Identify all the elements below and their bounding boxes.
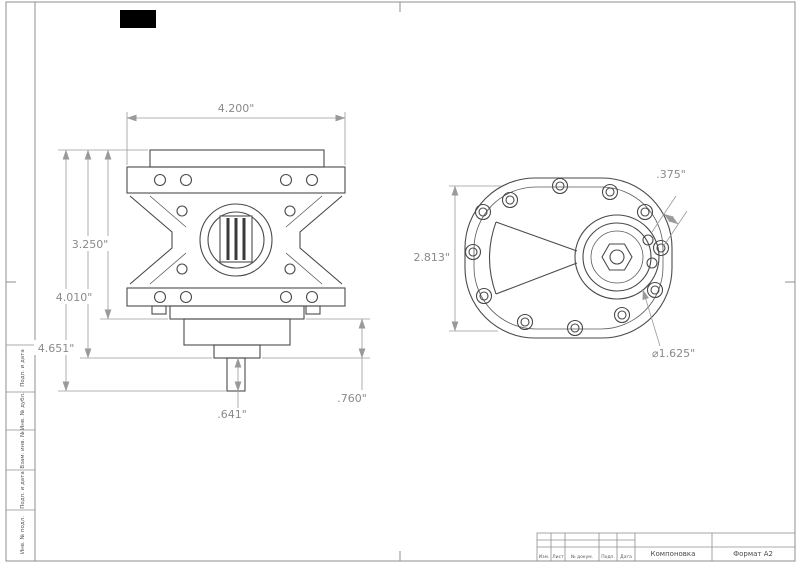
web-ribs <box>149 195 323 285</box>
dim-shaft: .641" <box>217 408 247 421</box>
side-view <box>126 149 346 392</box>
dim-height-total: 4.651" <box>38 342 75 355</box>
front-view <box>464 177 673 339</box>
dim-height-flange: 3.250" <box>72 238 109 251</box>
titleblock-col: Подп. <box>601 554 615 560</box>
drawing-title: Компоновка <box>651 550 696 558</box>
inlet-wedge <box>489 221 578 295</box>
title-block: Изм. Лист № докум. Подп. Дата Компоновка… <box>536 532 796 562</box>
margin-label: Инв. № дубл. <box>20 392 26 430</box>
top-plate <box>149 149 325 168</box>
front-view-dimensions: 2.813" .375" ⌀1.625" <box>413 168 695 360</box>
body-right-side <box>299 195 343 285</box>
side-view-dimensions: 4.200" 3.250" 4.010" 4.651" .760" .641" <box>34 102 370 421</box>
port-hole <box>642 234 654 246</box>
margin-label: Подп. и дата <box>20 471 26 508</box>
titleblock-col: Лист <box>552 554 564 560</box>
dim-overall-width: 4.200" <box>218 102 255 115</box>
margin-label: Инв. № подл. <box>20 516 26 554</box>
dim-front-height: 2.813" <box>413 251 450 264</box>
housing-inner-outline <box>473 186 664 330</box>
sheet-frame: Подп. и дата Инв. № дубл. Взам. инв. № П… <box>5 1 796 562</box>
titleblock-col: Изм. <box>539 554 550 560</box>
titleblock-col: № докум. <box>571 554 593 560</box>
titleblock-col: Дата <box>620 554 632 560</box>
dim-height-mid: 4.010" <box>56 291 93 304</box>
margin-label: Взам. инв. № <box>20 431 26 469</box>
sheet-format: Формат А2 <box>733 550 773 558</box>
bolt-pattern <box>464 177 670 337</box>
outer-border <box>5 1 796 562</box>
lower-housing-step3 <box>213 344 261 359</box>
lower-flange <box>126 287 346 307</box>
upper-flange <box>126 166 346 194</box>
port-hole <box>646 257 658 269</box>
redacted-logo-block <box>120 10 156 28</box>
dim-port-spacing: .375" <box>656 168 686 181</box>
lower-housing-step1 <box>169 305 305 320</box>
center-hub <box>574 214 660 300</box>
body-left-side <box>129 195 173 285</box>
drive-shaft <box>226 357 246 392</box>
housing-outline <box>464 177 673 339</box>
dim-pilot-diameter: ⌀1.625" <box>652 347 695 360</box>
dim-step: .760" <box>337 392 367 405</box>
margin-label: Подп. и дата <box>20 349 26 386</box>
lower-housing-step2 <box>183 318 291 346</box>
hex-nut <box>601 243 633 271</box>
